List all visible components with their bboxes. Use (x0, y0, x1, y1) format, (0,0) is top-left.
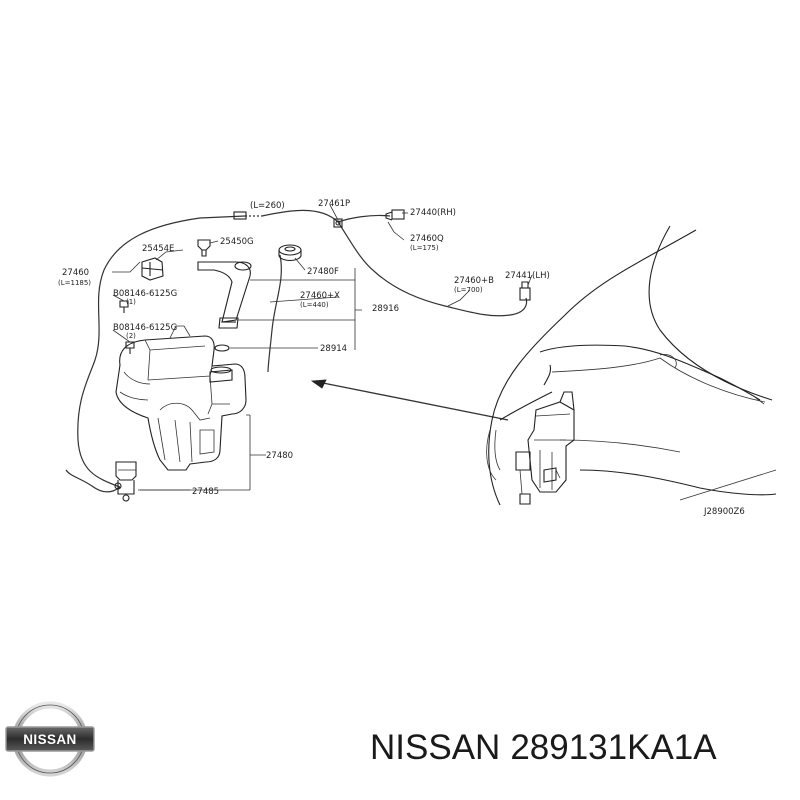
location-arrow (310, 379, 509, 421)
nissan-logo: NISSAN (5, 701, 95, 777)
callout-27480: 27480 (266, 451, 293, 461)
callout-27460-x: 27460+X (300, 291, 340, 301)
diagram-code: J28900Z6 (703, 507, 745, 517)
callout-27460-b: 27460+B (454, 276, 494, 286)
washer-hoses (65, 209, 528, 493)
callout-27485: 27485 (192, 487, 219, 497)
callout-27441-lh: 27441(LH) (505, 271, 550, 281)
tank-installed-view (515, 391, 575, 505)
callout-bolt-2: B08146-6125G (113, 323, 177, 333)
clip-25450g (197, 239, 211, 257)
callout-labels: (L=260) 27461P 27440(RH) 25454E 25450G 2… (58, 199, 745, 517)
bolt-1 (119, 300, 129, 313)
callout-27440-rh: 27440(RH) (410, 208, 456, 218)
callout-28916: 28916 (372, 304, 399, 314)
callout-27460: 27460 (62, 268, 89, 278)
callout-27460q: 27460Q (410, 234, 444, 244)
callout-27461p: 27461P (318, 199, 350, 209)
callout-hose-length-700: (L=700) (454, 286, 483, 294)
callout-hose-length-260: (L=260) (250, 201, 285, 211)
callout-bolt-1-qty: (1) (126, 298, 136, 306)
callout-bolt-2-qty: (2) (126, 332, 136, 340)
filler-cap-27480f (278, 244, 302, 262)
caption-part-number: 289131KA1A (510, 728, 717, 767)
washer-tank-27480 (115, 325, 247, 471)
logo-wordmark: NISSAN (23, 732, 76, 747)
washer-pump-27485 (115, 461, 137, 502)
callout-28914: 28914 (320, 344, 347, 354)
callout-hose-length-1185: (L=1185) (58, 279, 91, 287)
leader-lines (112, 204, 533, 491)
seal-28914 (214, 344, 230, 352)
callout-25450g: 25450G (220, 237, 254, 247)
parts-diagram: (L=260) 27461P 27440(RH) 25454E 25450G 2… (58, 199, 777, 517)
nozzle-clip-25454e (141, 257, 164, 281)
callout-hose-length-440: (L=440) (300, 301, 329, 309)
callout-hose-length-175: (L=175) (410, 244, 439, 252)
callout-27480f: 27480F (307, 267, 339, 277)
callout-25454e: 25454E (142, 244, 174, 254)
vehicle-outline (486, 225, 777, 506)
callout-bolt-1: B08146-6125G (113, 289, 177, 299)
caption-brand: NISSAN (370, 728, 501, 767)
filler-neck-28916 (197, 261, 252, 329)
